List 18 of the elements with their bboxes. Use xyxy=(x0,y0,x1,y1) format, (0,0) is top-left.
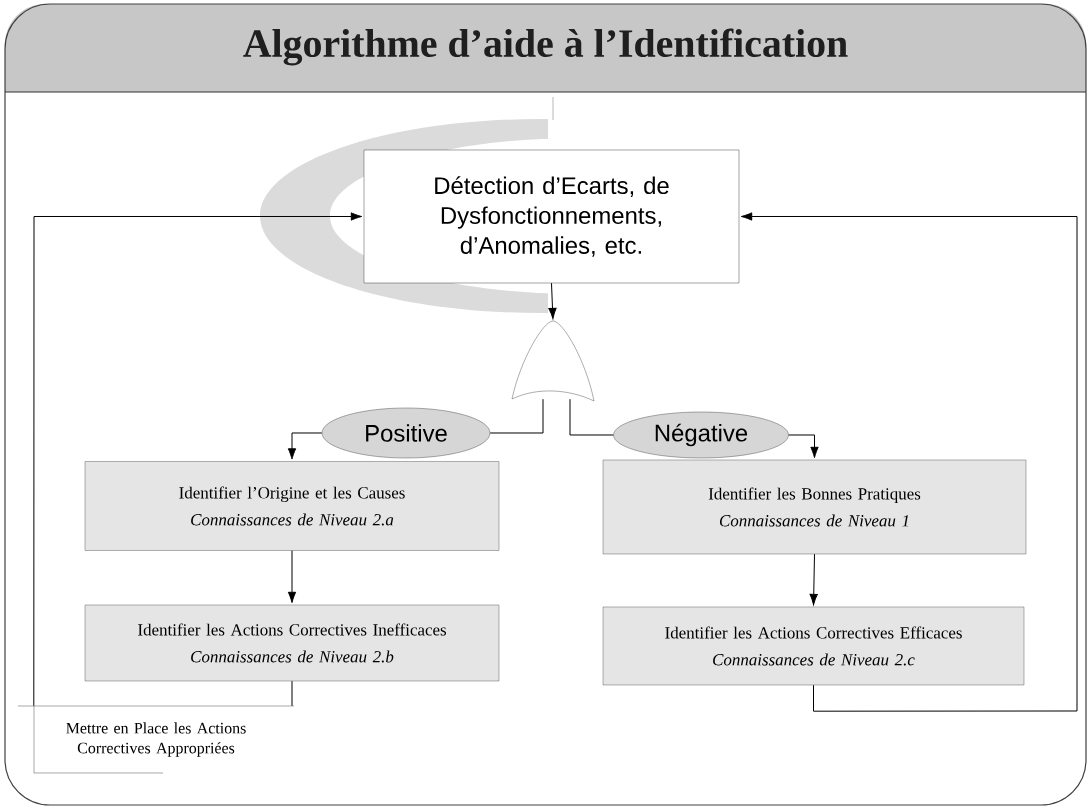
connector xyxy=(809,553,818,606)
connector xyxy=(287,432,323,460)
connector xyxy=(489,398,544,434)
detection-box: Détection d’Ecarts, de Dysfonctionnements, d’Anomalies, etc. xyxy=(363,149,740,284)
connector xyxy=(287,550,297,604)
action-note: Mettre en Place les Actions Correctives Appropriées xyxy=(17,705,295,774)
title: Algorithme d’aide à l’Identification xyxy=(243,28,848,66)
step-box: Identifier les Actions Correctives Efficaces Connaissances de Niveau 2.c xyxy=(602,606,1025,686)
connector xyxy=(291,680,293,707)
connector xyxy=(569,398,614,436)
step-box: Identifier les Actions Correctives Inefficaces Connaissances de Niveau 2.b xyxy=(84,604,500,682)
gate-symbol xyxy=(511,320,595,402)
connector xyxy=(548,282,557,320)
step-box: Identifier les Bonnes Pratiques Connaissances de Niveau 1 xyxy=(602,459,1027,555)
connector xyxy=(788,434,819,459)
step-box: Identifier l’Origine et les Causes Connaissances de Niveau 2.a xyxy=(84,461,500,551)
connector xyxy=(740,212,1078,712)
connector xyxy=(33,212,363,707)
